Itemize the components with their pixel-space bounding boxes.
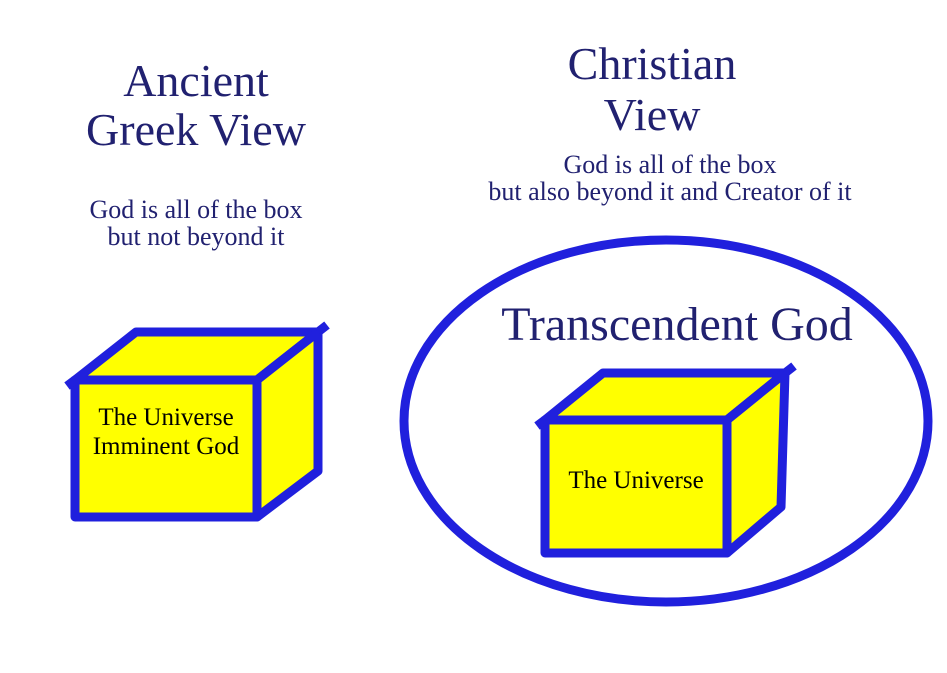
christian-view-subtitle: God is all of the box but also beyond it… [440, 151, 900, 205]
christian-view-subtitle-line1: God is all of the box [563, 150, 777, 179]
transcendent-god-label: Transcendent God [457, 300, 897, 350]
christian-view-title: Christian View [477, 38, 827, 140]
christian-box-front-face [540, 415, 732, 558]
greek-box-label-line2: Imminent God [92, 433, 240, 460]
greek-view-subtitle-line2: but not beyond it [107, 222, 285, 251]
christian-box-corner-stroke [534, 416, 548, 430]
transcendent-god-label-text: Transcendent God [501, 298, 853, 351]
greek-view-title-line2: Greek View [86, 104, 306, 155]
greek-view-title-line1: Ancient [123, 55, 269, 106]
greek-view-title: Ancient Greek View [20, 56, 372, 154]
christian-box-label-line1: The Universe [568, 467, 704, 494]
transcendent-god-ellipse [399, 235, 933, 607]
christian-view-title-line1: Christian [567, 38, 737, 89]
greek-box-corner-stroke [315, 321, 330, 336]
greek-box-label-line1: The Universe [98, 404, 234, 431]
greek-box-label: The Universe Imminent God [75, 403, 257, 461]
christian-view-subtitle-line2: but also beyond it and Creator of it [488, 177, 852, 206]
greek-box-front-face [70, 375, 262, 522]
christian-box-corner-stroke [782, 362, 797, 377]
christian-universe-box [534, 362, 797, 558]
greek-view-subtitle-line1: God is all of the box [89, 195, 303, 224]
greek-universe-box [64, 321, 330, 522]
christian-box-label: The Universe [545, 466, 727, 495]
greek-box-corner-stroke [64, 376, 78, 390]
christian-view-title-line2: View [603, 89, 701, 140]
greek-view-subtitle: God is all of the box but not beyond it [46, 196, 346, 250]
